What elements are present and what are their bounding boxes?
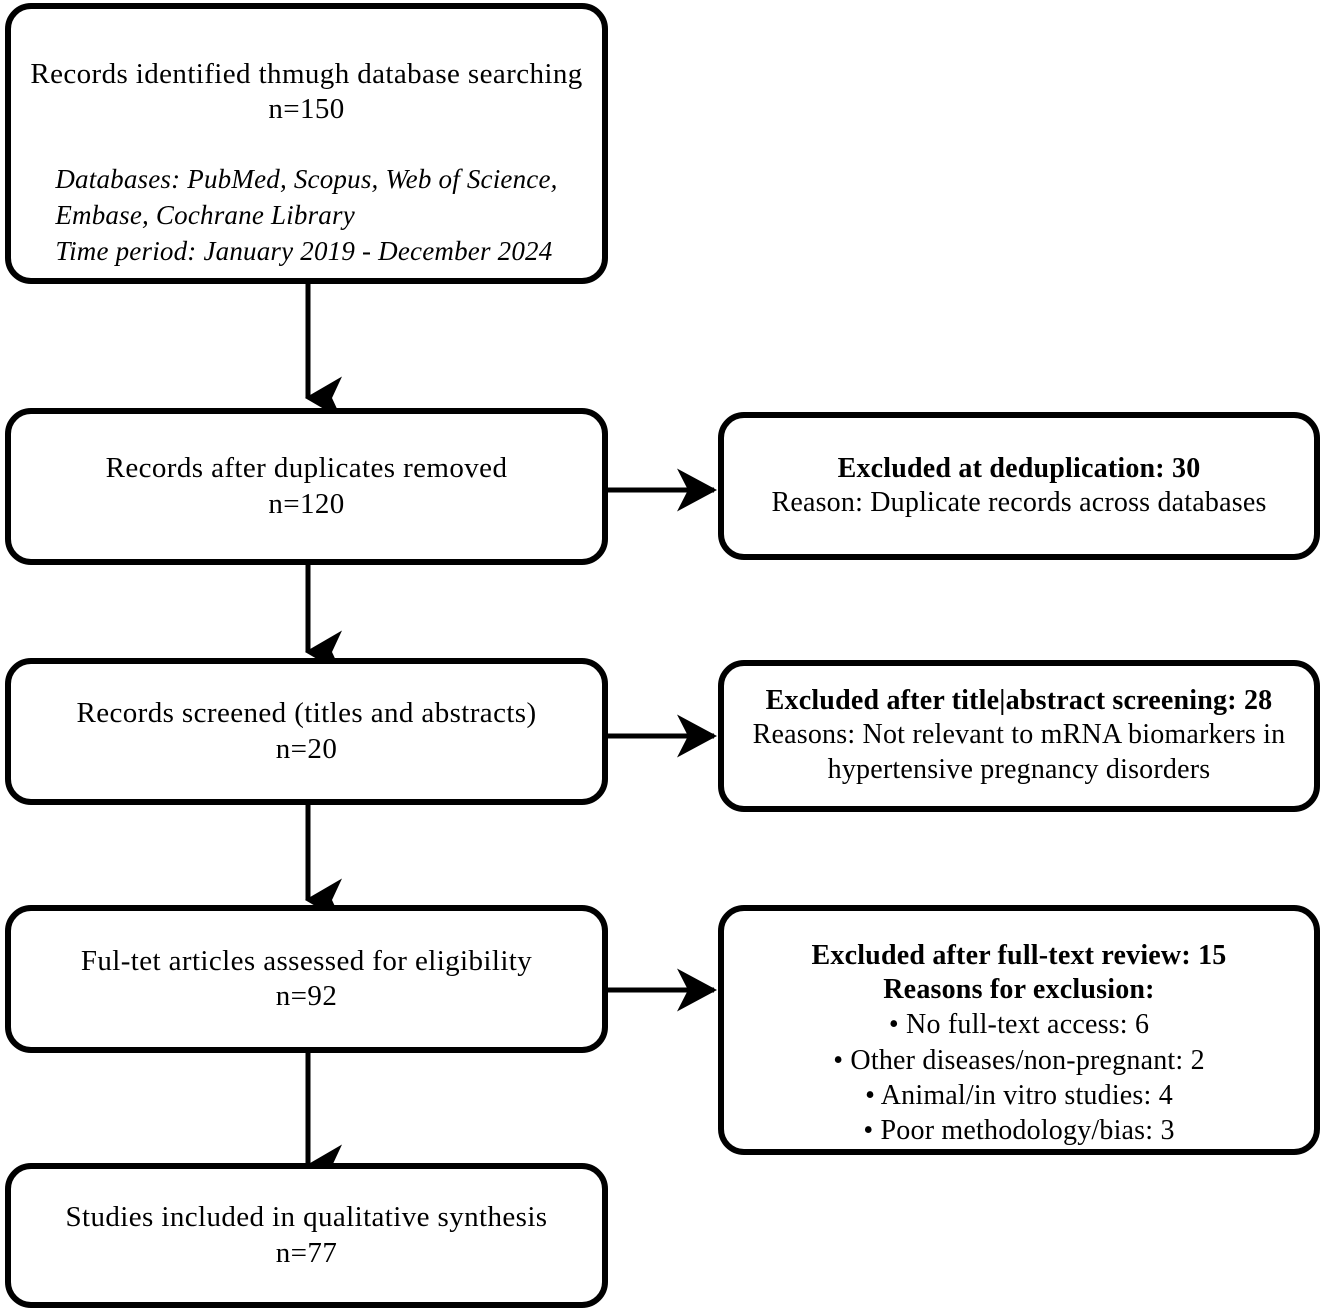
studies-included-title: Studies included in qualitative synthesi… [65,1201,548,1234]
node-studies-included: Studies included in qualitative synthesi… [5,1163,608,1308]
meta-databases-line-2: Embase, Cochrane Library [55,199,355,230]
node-fulltext-eligibility: Ful-tet articles assessed for eligibilit… [5,905,608,1053]
meta-databases-line-1: Databases: PubMed, Scopus, Web of Scienc… [55,163,558,194]
records-screened-count: n=20 [275,732,338,765]
fulltext-eligibility-count: n=92 [275,980,338,1012]
list-item: • Other diseases/non-pregnant: 2 [833,1044,1205,1076]
node-excluded-deduplication: Excluded at deduplication: 30 Reason: Du… [718,412,1320,560]
node-records-screened: Records screened (titles and abstracts) … [5,658,608,805]
node-excluded-fulltext: Excluded after full-text review: 15 Reas… [718,905,1320,1155]
excluded-fulltext-subheading: Reasons for exclusion: [883,974,1155,1006]
excluded-fulltext-heading: Excluded after full-text review: 15 [811,940,1227,971]
excluded-fulltext-reason-list: • No full-text access: 6 • Other disease… [833,1007,1205,1148]
studies-included-count: n=77 [275,1236,338,1269]
fulltext-eligibility-title: Ful-tet articles assessed for eligibilit… [80,944,533,977]
excluded-screening-reason-line-1: Reasons: Not relevant to mRNA biomarkers… [752,719,1286,751]
node-records-after-duplicates: Records after duplicates removed n=120 [5,408,608,565]
records-screened-title: Records screened (titles and abstracts) [76,697,537,730]
list-item: • No full-text access: 6 [888,1009,1150,1041]
node-records-identified: Records identified thmugh database searc… [5,3,608,284]
meta-time-period: Time period: January 2019 - December 202… [55,235,553,266]
records-identified-count: n=150 [268,93,345,126]
records-identified-title: Records identified thmugh database searc… [30,58,583,90]
records-after-duplicates-title: Records after duplicates removed [105,452,508,485]
excluded-screening-reason-line-2: hypertensive pregnancy disorders [827,754,1211,786]
excluded-screening-heading: Excluded after title|abstract screening:… [765,685,1273,717]
excluded-deduplication-reason: Reason: Duplicate records across databas… [771,486,1267,518]
excluded-deduplication-heading: Excluded at deduplication: 30 [837,452,1201,484]
node-excluded-screening: Excluded after title|abstract screening:… [718,660,1320,812]
list-item: • Animal/in vitro studies: 4 [865,1079,1173,1111]
list-item: • Poor methodology/bias: 3 [863,1115,1175,1147]
records-after-duplicates-count: n=120 [268,487,345,520]
records-identified-meta: Databases: PubMed, Scopus, Web of Scienc… [55,162,557,270]
